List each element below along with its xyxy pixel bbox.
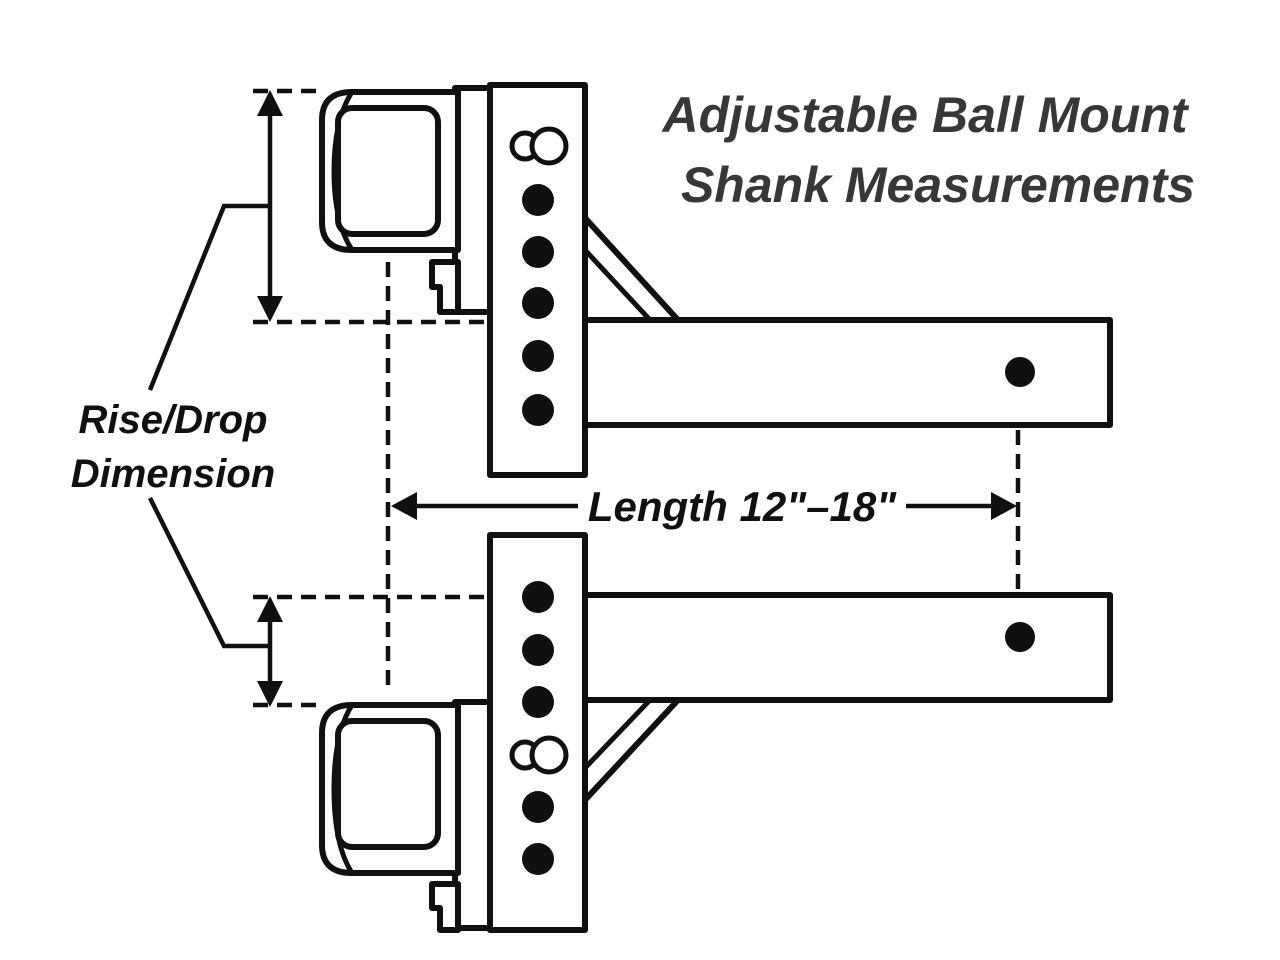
rise-drop-label-line1: Rise/Drop — [79, 398, 268, 442]
bottom-head-clamp-inner — [335, 718, 441, 850]
length-arrow-left-head — [391, 492, 417, 520]
top-gusset-inner-edge — [583, 248, 652, 322]
adjustment-hole — [522, 287, 554, 319]
diagram-title-line2: Shank Measurements — [681, 157, 1195, 213]
length-arrow-right-head — [991, 492, 1017, 520]
length-dimension-arrow — [391, 492, 1017, 520]
reference-lines — [253, 88, 1021, 708]
adjustment-hole — [522, 686, 554, 718]
top-head-clamp-inner — [335, 105, 441, 237]
top-shank-pin-hole — [1005, 357, 1035, 387]
rise-arrow-down-head — [257, 296, 283, 322]
diagram-title-line1: Adjustable Ball Mount — [661, 87, 1190, 143]
bottom-head-bracket — [429, 881, 461, 933]
top-hitch-pin — [509, 126, 569, 166]
top-gusset — [582, 215, 681, 323]
top-ball-mount-head — [319, 85, 493, 315]
bottom-hitch-pin — [509, 735, 569, 775]
bottom-shank-pin-hole — [1005, 622, 1035, 652]
adjustment-hole — [522, 394, 554, 426]
drop-arrow-up-head — [257, 596, 283, 622]
adjustment-hole — [522, 340, 554, 372]
top-head-bracket — [429, 259, 461, 315]
adjustment-hole — [522, 184, 554, 216]
rise-dimension-arrow — [257, 90, 283, 322]
top-adjustment-holes — [522, 184, 554, 426]
adjustment-hole — [522, 843, 554, 875]
upper-leader-line — [147, 203, 268, 391]
top-pin-head-circle — [529, 126, 569, 166]
label-leader-lines — [147, 203, 268, 649]
bottom-ball-mount-head — [319, 699, 493, 933]
adjustment-hole — [522, 236, 554, 268]
rise-arrow-up-head — [257, 90, 283, 116]
bottom-pin-head-circle — [529, 735, 569, 775]
adjustment-hole — [522, 791, 554, 823]
adjustment-hole — [522, 634, 554, 666]
drop-dimension-arrow — [257, 596, 283, 707]
drop-arrow-down-head — [257, 681, 283, 707]
bottom-assembly — [319, 532, 1113, 933]
top-assembly — [319, 82, 1113, 478]
bottom-gusset-inner-edge — [583, 698, 652, 770]
lower-leader-line — [147, 496, 268, 649]
bottom-shank-tube — [582, 592, 1113, 703]
adjustment-hole — [522, 581, 554, 613]
rise-drop-label-line2: Dimension — [71, 452, 275, 496]
length-dimension-label: Length 12"–18" — [588, 483, 897, 530]
bottom-adjustment-holes — [522, 581, 554, 875]
